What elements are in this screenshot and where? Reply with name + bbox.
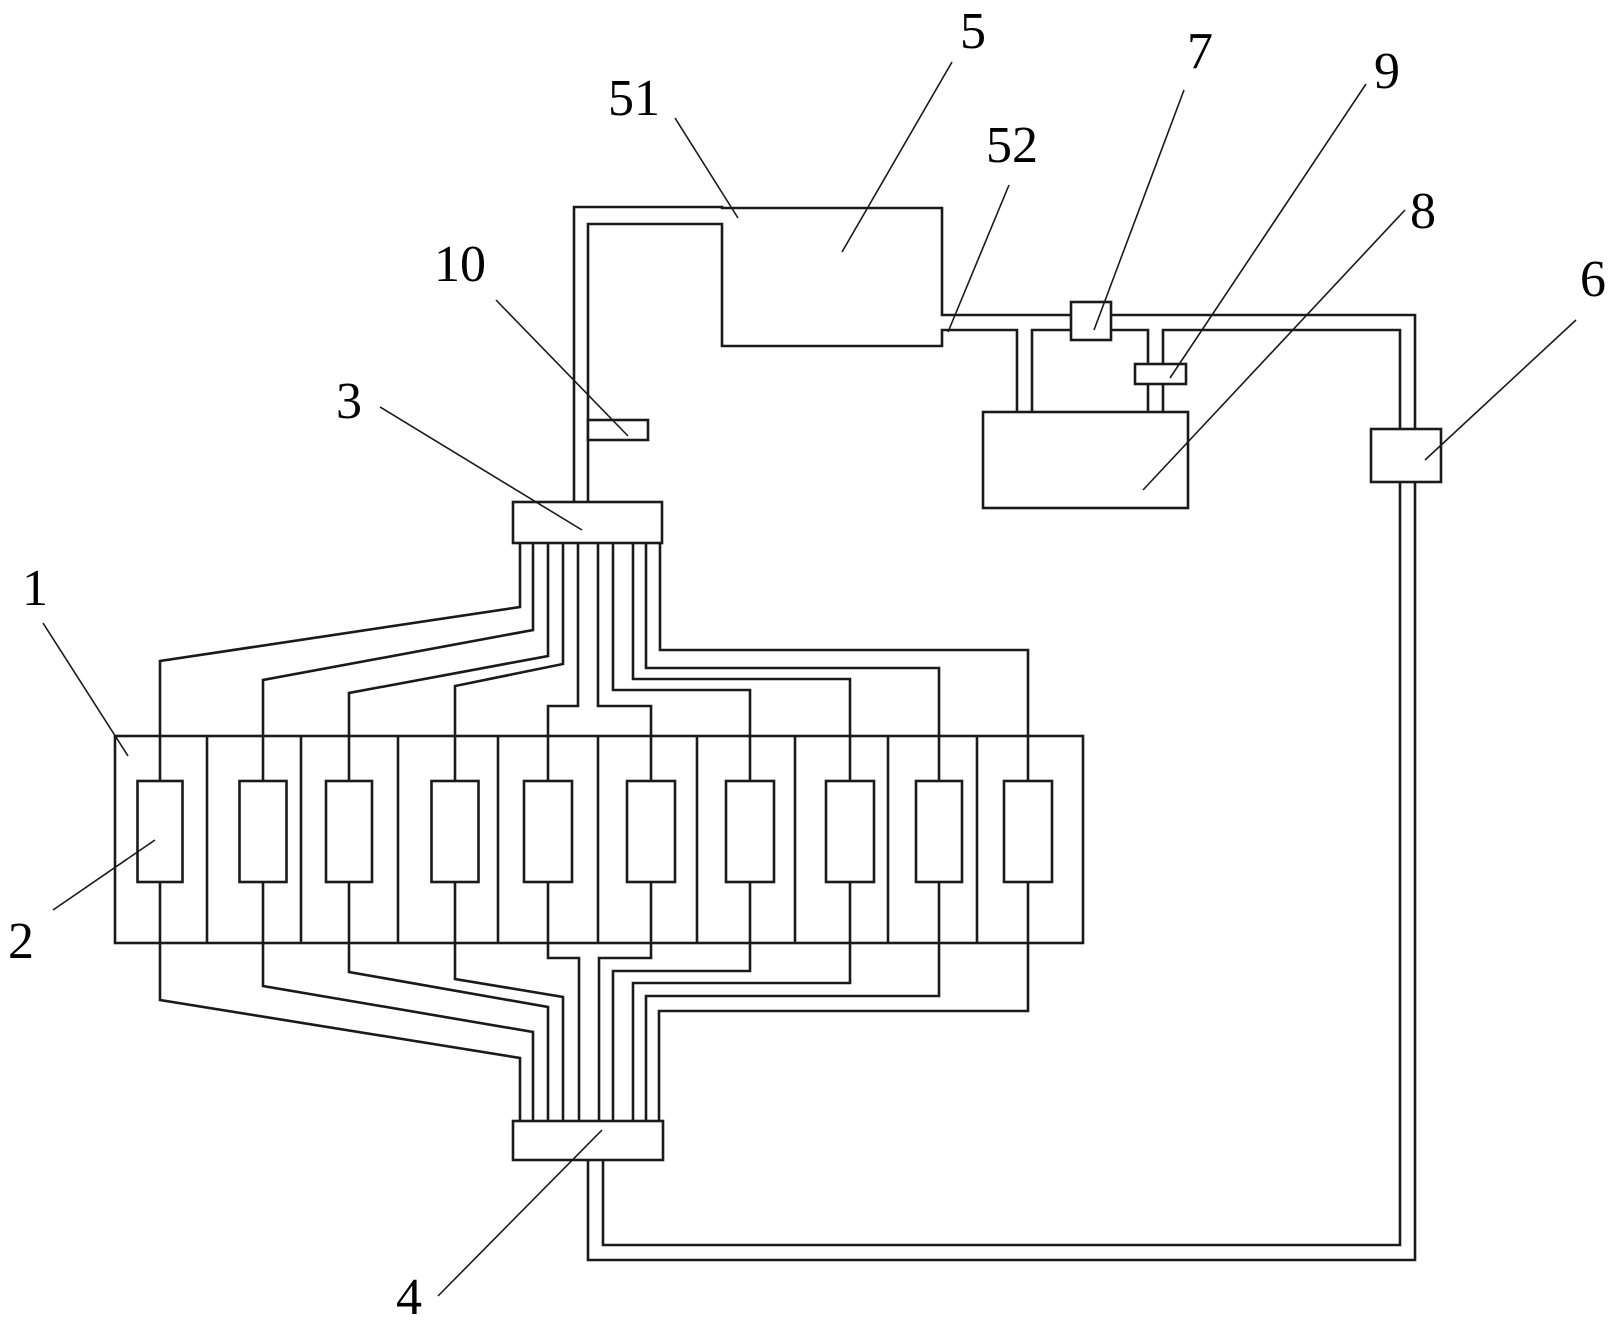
inlet-manifold — [511, 500, 664, 545]
pipe-in-1 — [158, 543, 522, 781]
pipe-out-2 — [261, 882, 535, 1121]
pipe-in-6 — [596, 543, 653, 781]
pipe-out-4 — [453, 882, 565, 1121]
label-3: 3 — [336, 373, 362, 430]
parts — [113, 734, 1085, 945]
leader-9 — [1169, 83, 1367, 379]
branch-pipe-8 — [1030, 328, 1071, 412]
battery-cell — [914, 779, 964, 884]
pipe-out-9 — [644, 882, 941, 1121]
battery-cell — [136, 779, 184, 884]
return-pipe-inner-top — [1161, 328, 1402, 429]
return-pipe-outer — [586, 482, 1417, 1262]
leader-2 — [52, 839, 156, 911]
battery-cells — [136, 779, 1054, 884]
leader-5 — [841, 61, 953, 253]
pipe-out-10 — [657, 882, 1030, 1121]
label-5: 5 — [960, 3, 986, 60]
label-2: 2 — [8, 913, 34, 970]
battery-cell — [238, 779, 288, 884]
leader-8 — [1142, 209, 1406, 491]
pipe-in-2 — [261, 543, 535, 781]
pipe-in-4 — [453, 543, 565, 781]
leader-51 — [674, 117, 739, 219]
label-1: 1 — [22, 560, 48, 617]
pipes — [158, 205, 1417, 1262]
outlet-manifold — [511, 1119, 665, 1162]
return-pipe-inner — [601, 482, 1402, 1247]
leader-6 — [1424, 319, 1577, 461]
pipe-in-3 — [347, 543, 550, 781]
battery-cell — [1002, 779, 1054, 884]
leader-10 — [495, 299, 629, 437]
label-52: 52 — [986, 117, 1038, 174]
components — [511, 300, 1443, 1162]
battery-cell — [430, 779, 480, 884]
pipe-out-7 — [611, 882, 752, 1121]
battery-cell — [625, 779, 677, 884]
label-7: 7 — [1187, 23, 1213, 80]
leader-7 — [1093, 89, 1185, 331]
battery-cell — [324, 779, 374, 884]
battery-cell — [824, 779, 876, 884]
leader-1 — [42, 622, 129, 757]
branch-pipe-9-left — [1111, 328, 1150, 364]
pipe-in-10 — [658, 543, 1030, 781]
supply-pipe-outer — [572, 205, 1071, 502]
label-9: 9 — [1374, 43, 1400, 100]
pipe-in-5 — [546, 543, 580, 781]
valve — [1069, 300, 1113, 342]
pipe-in-9 — [644, 543, 941, 781]
label-8: 8 — [1410, 183, 1436, 240]
reservoir — [981, 410, 1190, 510]
reference-labels: 1 2 3 4 5 51 52 6 7 8 9 10 — [8, 3, 1606, 1320]
leader-lines — [42, 61, 1577, 1297]
supply-pipe-inner — [586, 222, 1019, 502]
pipe-out-6 — [597, 882, 653, 1121]
battery-cell — [724, 779, 776, 884]
label-6: 6 — [1580, 251, 1606, 308]
leader-4 — [437, 1129, 603, 1297]
battery-cell — [522, 779, 574, 884]
branch-valve — [1133, 362, 1188, 386]
label-4: 4 — [396, 1269, 422, 1320]
leader-52 — [947, 184, 1010, 333]
pipe-out-8 — [631, 882, 852, 1121]
label-10: 10 — [434, 236, 486, 293]
sensor — [586, 418, 650, 442]
label-51: 51 — [608, 70, 660, 127]
pipe-out-5 — [546, 882, 581, 1121]
pipe-out-3 — [347, 882, 550, 1121]
leader-3 — [379, 406, 583, 531]
pipe-out-1 — [158, 882, 522, 1121]
pipe-in-8 — [631, 543, 852, 781]
